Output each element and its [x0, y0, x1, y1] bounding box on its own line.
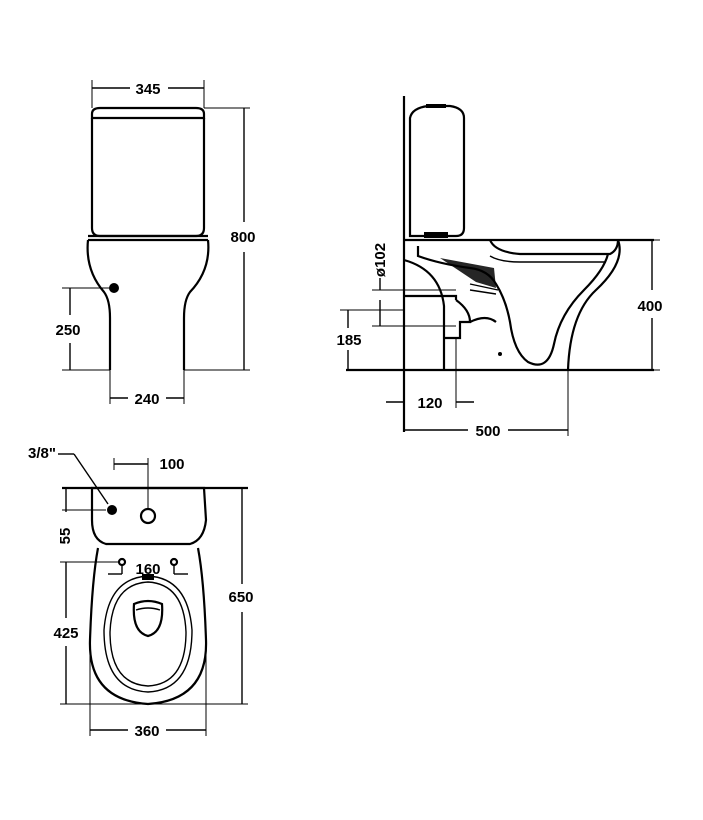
label-hinge-to-front: 425: [53, 625, 78, 642]
label-outlet-diameter: ø102: [372, 243, 389, 277]
dim-front-base-width: 240: [109, 370, 185, 408]
front-bowl-outline: [86, 238, 210, 370]
label-inlet-offset: 100: [159, 456, 184, 473]
dim-total-length: 650: [148, 488, 254, 705]
label-seat-height: 400: [637, 298, 662, 315]
front-cistern-outline: [88, 106, 208, 238]
top-flush-button: [139, 507, 157, 525]
top-cistern-outline: [62, 486, 248, 546]
side-bowl-outline: [403, 239, 621, 371]
label-inlet-size: 3/8": [28, 445, 56, 462]
dim-hinge-spacing: 160: [108, 561, 188, 578]
dim-inlet-size: 3/8": [28, 445, 109, 505]
front-view: 345 800 250 240: [55, 80, 256, 408]
label-inlet-depth: 55: [57, 528, 74, 545]
label-base-width: 240: [134, 391, 159, 408]
label-hinge-spacing: 160: [135, 561, 160, 578]
dim-wall-to-outlet: 120: [386, 338, 474, 412]
label-height-total: 800: [230, 229, 255, 246]
label-inlet-height: 250: [55, 322, 80, 339]
dim-front-inlet-height: 250: [55, 287, 110, 371]
top-view: 3/8" 100 55 160 425: [28, 445, 254, 740]
dim-front-width-top: 345: [91, 80, 205, 108]
label-bowl-width: 360: [134, 723, 159, 740]
label-width-top: 345: [135, 81, 160, 98]
label-outlet-height: 185: [336, 332, 361, 349]
dim-front-height-total: 800: [184, 107, 256, 371]
dim-inlet-depth: 55: [57, 488, 106, 544]
label-total-depth: 500: [475, 423, 500, 440]
dim-total-depth: 500: [404, 370, 569, 440]
label-total-length: 650: [228, 589, 253, 606]
top-water-inlet: [107, 505, 117, 515]
side-drain-mark: [498, 352, 502, 356]
dim-outlet-height: 185: [336, 309, 404, 370]
label-wall-to-outlet: 120: [417, 395, 442, 412]
side-view: ø102 185 400 120 500: [336, 96, 663, 440]
dim-bowl-width: 360: [89, 640, 207, 740]
dim-seat-height: 400: [618, 239, 663, 371]
side-cistern-outline: [408, 104, 466, 238]
dim-hinge-to-front: 425: [53, 561, 148, 705]
dim-outlet-diameter: ø102: [372, 243, 456, 327]
dim-inlet-offset: 100: [113, 456, 185, 510]
front-water-inlet: [109, 283, 119, 293]
